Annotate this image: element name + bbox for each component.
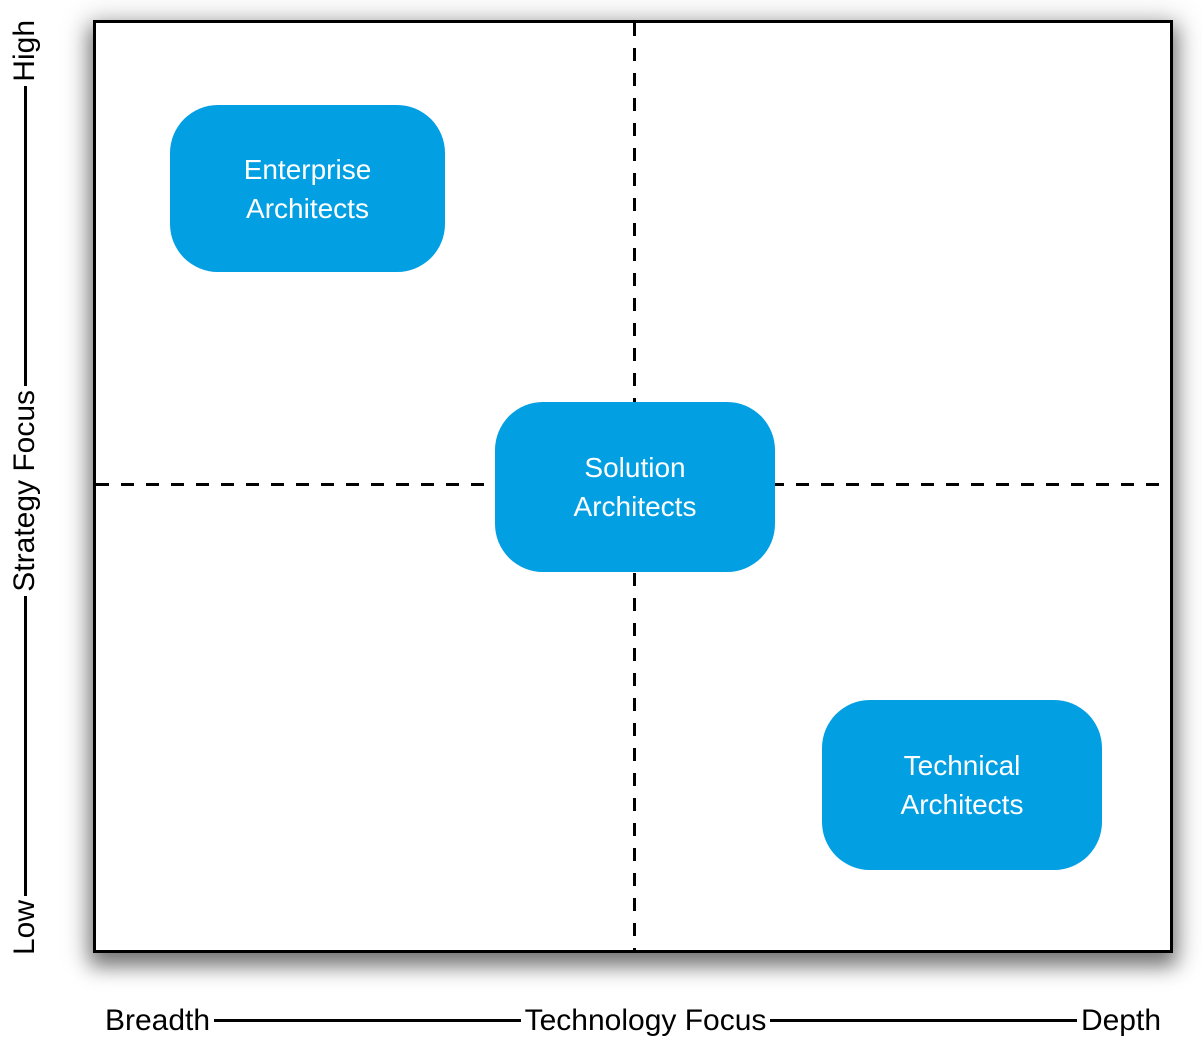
x-axis-right-line <box>770 1019 1077 1022</box>
y-axis-high-label: High <box>8 19 41 82</box>
y-axis-title: Strategy Focus <box>8 389 41 592</box>
node-enterprise-architects: Enterprise Architects <box>170 105 445 272</box>
node-label-line: Technical <box>903 750 1021 781</box>
node-technical-architects: Technical Architects <box>822 700 1102 870</box>
x-axis-breadth-label: Breadth <box>105 1003 211 1037</box>
x-axis-depth-label: Depth <box>1080 1003 1162 1037</box>
y-axis: Low Strategy Focus High <box>2 20 48 955</box>
node-label-line: Enterprise <box>243 153 372 185</box>
node-label-line: Architects <box>900 789 1024 820</box>
y-axis-low-label: Low <box>8 899 41 955</box>
x-axis-left-line <box>214 1019 521 1022</box>
node-label-line: Solution <box>584 452 686 483</box>
x-axis: Breadth Technology Focus Depth <box>93 1000 1173 1041</box>
node-solution-architects: Solution Architects <box>495 402 775 572</box>
plot-area: Enterprise Architects Solution Architect… <box>93 20 1173 953</box>
y-axis-lower-line <box>23 595 27 896</box>
x-axis-title: Technology Focus <box>524 1003 767 1037</box>
node-label-line: Architects <box>573 491 697 522</box>
y-axis-upper-line <box>23 85 27 386</box>
node-label-line: Architects <box>246 192 369 224</box>
